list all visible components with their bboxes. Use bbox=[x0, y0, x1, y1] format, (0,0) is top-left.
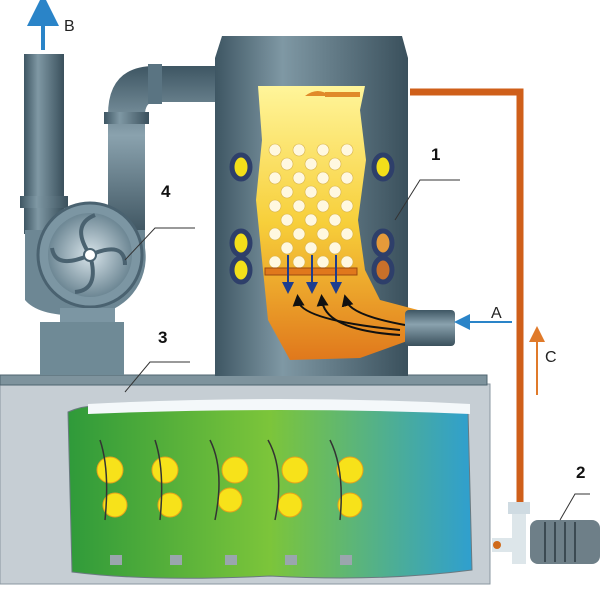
packing-ball bbox=[316, 227, 330, 241]
packing-ball bbox=[316, 143, 330, 157]
packing-ball bbox=[280, 241, 294, 255]
packing-ball bbox=[340, 143, 354, 157]
packing-ball bbox=[328, 241, 342, 255]
portholes bbox=[229, 152, 395, 285]
packing-ball bbox=[292, 143, 306, 157]
packing-ball bbox=[304, 157, 318, 171]
label-gas-inlet: A bbox=[491, 305, 502, 322]
liquid-return-pipe bbox=[410, 88, 524, 505]
label-fan: 4 bbox=[161, 182, 171, 201]
scrubber-tower bbox=[215, 36, 455, 376]
packing-ball bbox=[316, 171, 330, 185]
label-pump: 2 bbox=[576, 463, 585, 482]
packing-ball bbox=[268, 199, 282, 213]
packing-ball bbox=[292, 227, 306, 241]
packing-ball bbox=[280, 185, 294, 199]
duct bbox=[104, 64, 216, 240]
liquid-tank bbox=[0, 383, 491, 585]
packing-ball bbox=[304, 213, 318, 227]
packing-ball bbox=[292, 199, 306, 213]
label-scrubber-tower: 1 bbox=[431, 145, 440, 164]
fan-base bbox=[40, 322, 124, 375]
packing-ball bbox=[268, 171, 282, 185]
packing-ball bbox=[280, 213, 294, 227]
packing-ball bbox=[316, 199, 330, 213]
packing-ball bbox=[292, 171, 306, 185]
packing-ball bbox=[340, 199, 354, 213]
packing-ball bbox=[340, 227, 354, 241]
spray-nozzles bbox=[96, 456, 364, 518]
packing-ball bbox=[304, 185, 318, 199]
gas-inlet-pipe bbox=[405, 310, 455, 346]
packing-ball bbox=[304, 241, 318, 255]
pump bbox=[492, 502, 600, 564]
packing-ball bbox=[280, 157, 294, 171]
exhaust-stack bbox=[20, 0, 68, 234]
label-tank: 3 bbox=[158, 328, 167, 347]
leader-lines bbox=[124, 179, 590, 521]
packing-ball bbox=[268, 227, 282, 241]
fan bbox=[25, 201, 146, 322]
packing-ball bbox=[328, 157, 342, 171]
label-liquid-return: C bbox=[545, 349, 557, 366]
packing-ball bbox=[328, 185, 342, 199]
label-clean-gas-outlet: B bbox=[64, 18, 75, 35]
packing-ball bbox=[268, 143, 282, 157]
packing-ball bbox=[340, 171, 354, 185]
packing-ball bbox=[328, 213, 342, 227]
packing-balls bbox=[268, 143, 354, 269]
